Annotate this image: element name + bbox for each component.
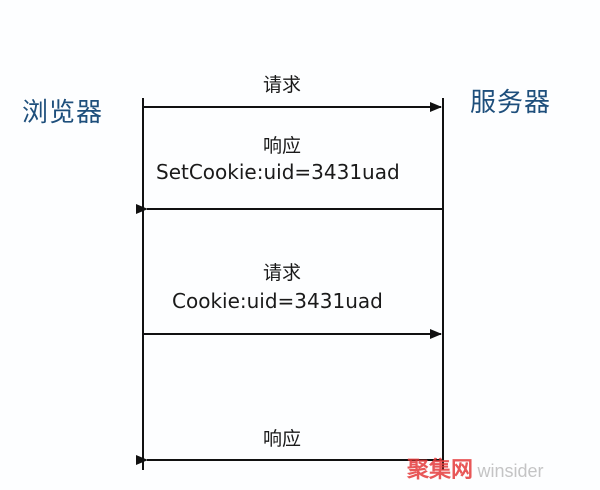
message-label-response-1: 响应	[263, 135, 302, 157]
message-detail-setcookie: SetCookie:uid=3431uad	[156, 160, 400, 184]
actor-server: 服务器	[470, 88, 552, 118]
message-detail-cookie: Cookie:uid=3431uad	[172, 289, 383, 313]
watermark-cn: 聚集网	[407, 457, 474, 482]
message-label-response-2: 响应	[263, 428, 302, 450]
message-label-request-2: 请求	[263, 262, 302, 284]
message-label-request-1: 请求	[263, 74, 302, 96]
watermark-en: winsider	[477, 461, 544, 481]
actor-browser: 浏览器	[22, 98, 104, 128]
watermark-logo: 聚集网 winsider	[407, 452, 544, 484]
